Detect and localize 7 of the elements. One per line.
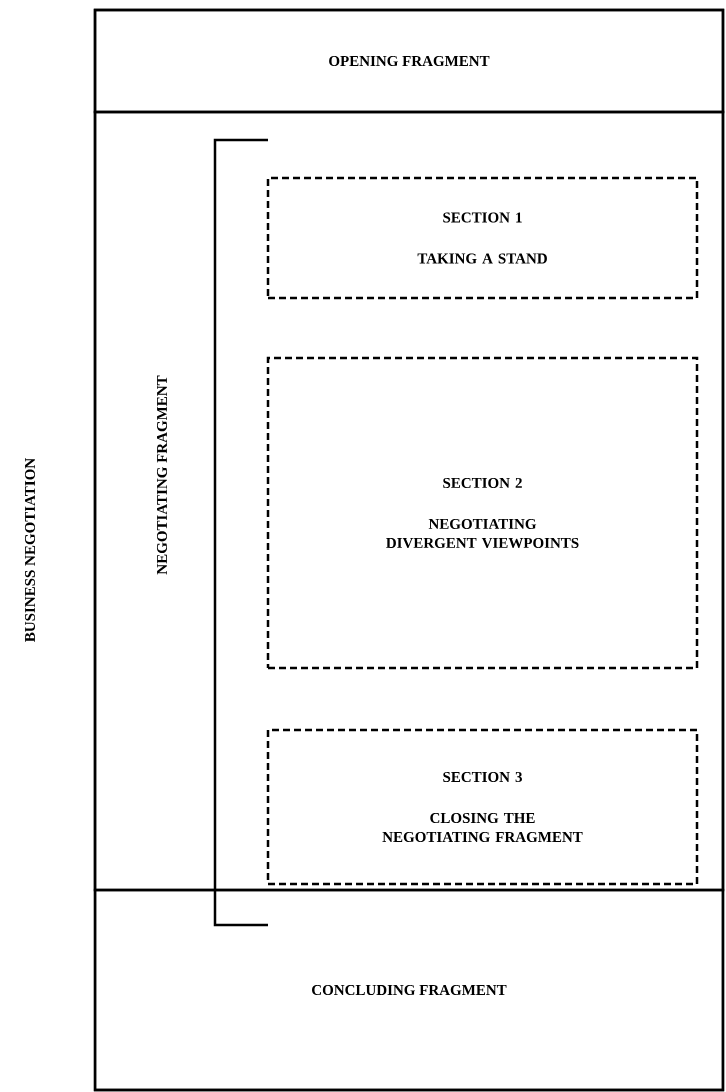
section-box: SECTION 2 NEGOTIATING DIVERGENT VIEWPOINTS [266,356,699,670]
section-box: SECTION 3 CLOSING THE NEGOTIATING FRAGMENT [266,728,699,886]
fragment-band: CONCLUDING FRAGMENT [93,888,725,1092]
bracket-label: NEGOTIATING FRAGMENT [156,375,168,575]
fragment-band: OPENING FRAGMENT [93,8,725,114]
heading: BUSINESS NEGOTIATION [24,458,36,642]
section-box: SECTION 1 TAKING A STAND [266,176,699,300]
